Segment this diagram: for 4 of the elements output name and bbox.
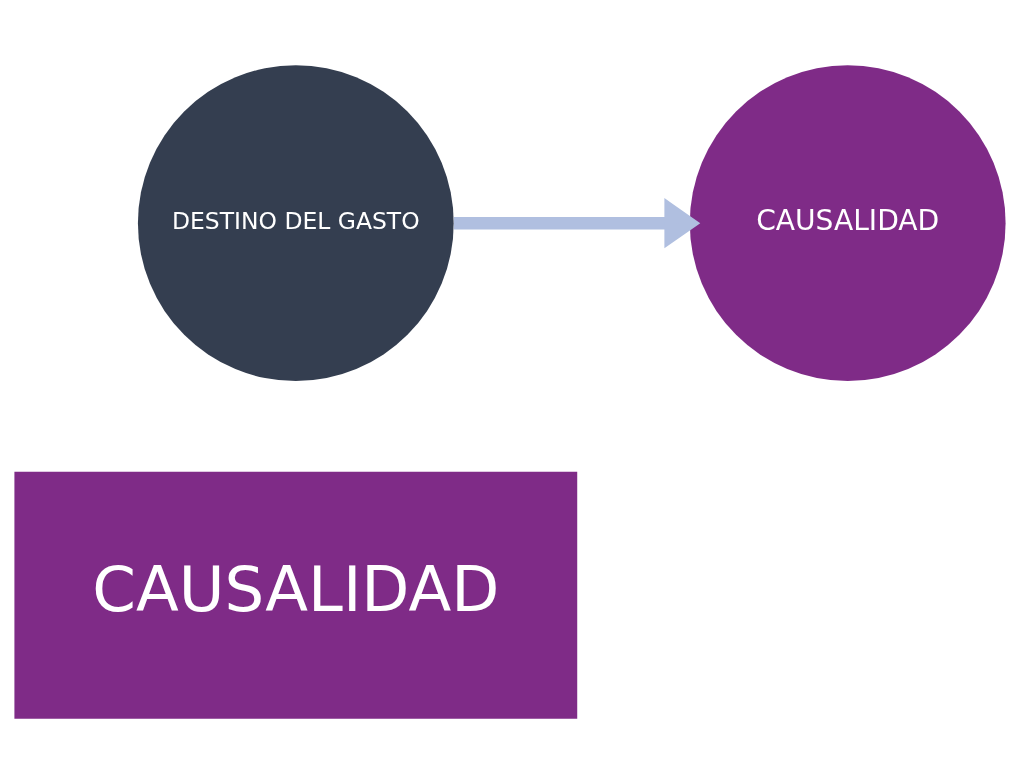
node-box: CAUSALIDAD xyxy=(14,471,578,719)
arrow xyxy=(453,198,701,249)
node-circle: CAUSALIDAD xyxy=(689,65,1006,382)
node-circle: DESTINO DEL GASTO xyxy=(137,65,454,382)
